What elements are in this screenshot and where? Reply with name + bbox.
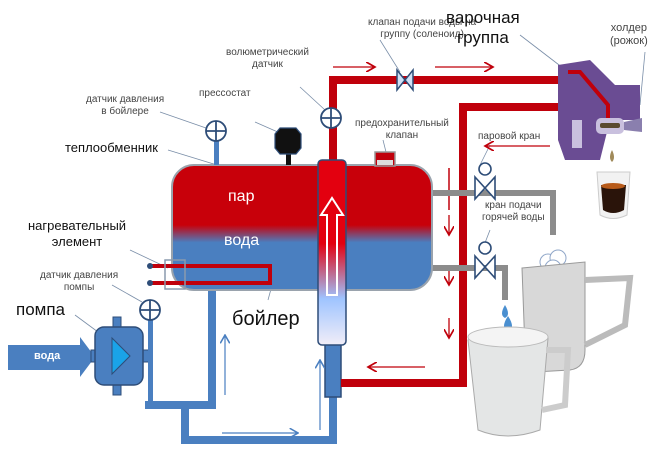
heating-element-icon [147,259,272,290]
label-line: волюметрический [226,47,309,58]
label-line: помпы [63,282,95,293]
pressostat-icon [274,127,302,155]
espresso-cup-icon [596,171,631,219]
boiler-tank [171,164,433,291]
label-holder: холдер(рожок) [610,22,648,48]
water-inlet-arrow [8,337,95,377]
label-line: клапан подачи воды на [368,17,477,28]
label-line: датчик давления [86,94,165,105]
cold-water-pipes [145,288,337,444]
boiler-pressure-sensor-icon [205,120,227,142]
heat-exchanger [317,159,347,346]
label-boiler: бойлер [232,308,300,330]
label-steam-valve: паровой кран [478,131,541,142]
red-flow-arrows [333,67,550,367]
pump-pressure-sensor-icon [139,299,161,321]
label-line: датчик [251,59,283,70]
outlet-pipes [430,190,556,300]
hot-water-valve-icon [474,241,496,281]
label-line: кран подачи [485,200,542,211]
label-water: вода [224,232,260,249]
label-line: группу (соленоид) [380,29,464,40]
label-steam: пар [228,188,255,205]
brew-group-icon [558,60,642,162]
label-line: в бойлере [101,106,149,117]
label-line: нагревательный [28,218,127,233]
label-heat-exchanger: теплообменник [65,140,158,155]
steam-valve-icon [474,162,496,202]
safety-valve-icon [374,151,396,167]
label-line: группа [456,28,509,48]
label-line: датчик давления [40,270,119,281]
label-line: клапан [385,130,419,141]
label-water-inlet: вода [34,350,61,362]
label-pressostat: прессостат [199,88,251,99]
volumetric-sensor-icon [320,107,342,129]
mug-icon [467,326,572,437]
label-line: элемент [51,233,103,249]
label-line: холдер [610,22,648,34]
label-line: горячей воды [482,212,545,223]
solenoid-valve-icon [396,67,414,93]
label-pump: помпа [16,300,66,319]
label-line: (рожок) [610,35,648,48]
arrow-up-icon [319,196,345,296]
pump-icon [90,316,150,396]
label-line: предохранительный [355,118,449,129]
label-line: варочная [446,8,520,27]
